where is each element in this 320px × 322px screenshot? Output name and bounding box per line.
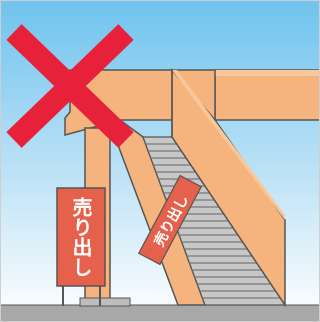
upper-walkway: [214, 69, 320, 121]
standing-sign-text: 売り出し: [69, 197, 93, 277]
ground: [0, 304, 320, 322]
staircase-right-wall: [171, 67, 286, 308]
standing-sign: 売り出し: [56, 187, 106, 306]
cross-mark-icon: [6, 24, 134, 148]
